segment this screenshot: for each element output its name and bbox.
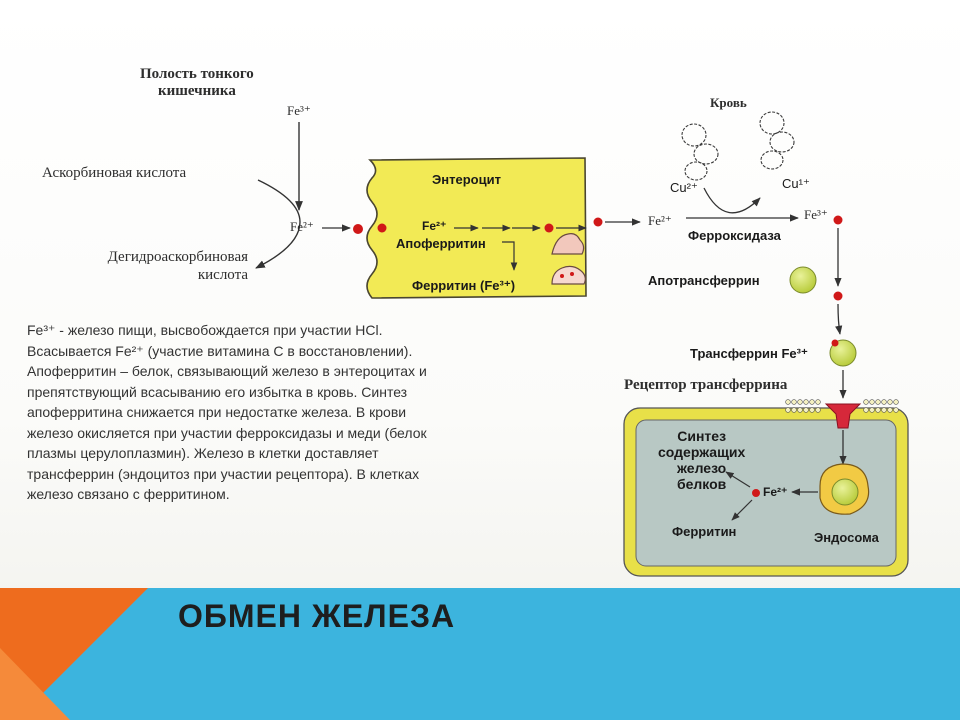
apotransferrin-binding-arrow (835, 303, 843, 335)
iron-dot (570, 272, 574, 276)
membrane-bead (797, 399, 803, 405)
membrane-bead (803, 407, 809, 413)
ascorbic-acid-label: Аскорбиновая кислота (42, 165, 187, 181)
enterocyte-fe2-label: Fe²⁺ (422, 219, 447, 233)
synthesis-line-2: содержащих (658, 444, 746, 460)
transferrin-receptor-label: Рецептор трансферрина (624, 377, 788, 393)
membrane-bead (887, 407, 893, 413)
membrane-bead (785, 399, 791, 405)
membrane-bead (785, 407, 791, 413)
ferritin-protein (551, 265, 586, 285)
iron-dot (752, 489, 760, 497)
membrane-bead (875, 399, 881, 405)
ascorbic-curve (255, 179, 301, 269)
blood-fe3-label: Fe³⁺ (804, 207, 828, 222)
fe2-to-synthesis-arrow (725, 471, 751, 488)
iron-dot (593, 217, 603, 227)
transferrin-ball (831, 478, 859, 506)
membrane-bead (809, 407, 815, 413)
membrane-bead (881, 399, 887, 405)
membrane-bead (863, 407, 869, 413)
banner-orange-accent (0, 648, 70, 720)
ferroxidase-label: Ферроксидаза (688, 228, 781, 243)
description-text: Fe³⁺ - железо пищи, высвобождается при у… (27, 320, 547, 505)
membrane-bead (893, 407, 899, 413)
membrane-bead (803, 399, 809, 405)
cu2-label: Cu²⁺ (670, 180, 698, 195)
iron-dot (833, 291, 843, 301)
ferroxidase-arc (703, 187, 761, 214)
iron-dot (833, 215, 843, 225)
slide-title: ОБМЕН ЖЕЛЕЗА (178, 598, 456, 634)
title-banner (0, 588, 960, 720)
intestine-cavity-line-2: кишечника (157, 83, 236, 99)
membrane-bead (863, 399, 869, 405)
membrane-bead (869, 399, 875, 405)
banner-blue (0, 588, 960, 720)
fe2-to-ferritin-arrow (731, 499, 753, 521)
dehydroascorbic-line-2: кислота (197, 267, 248, 283)
cu1-label: Cu¹⁺ (782, 176, 810, 191)
target-cell-cytoplasm (635, 419, 897, 567)
synthesis-line-3: железо (677, 460, 727, 476)
fe2-label: Fe²⁺ (290, 219, 314, 234)
iron-dot (831, 339, 839, 347)
intestine-cavity-line-1: Полость тонкого (140, 66, 254, 82)
membrane-bead (791, 407, 797, 413)
description-line: плазмы церулоплазмин). Железо в клетки д… (27, 445, 379, 461)
apoferritin-to-ferritin-arrow (502, 241, 518, 271)
apoferritin-label: Апоферритин (396, 236, 486, 251)
protein-synthesis-label: Синтез содержащих железо белков (658, 428, 745, 492)
apotransferrin-ball (789, 266, 817, 294)
blood-fe2-label: Fe²⁺ (648, 213, 672, 228)
ceruloplasmin-protein (759, 111, 795, 170)
membrane-bead (791, 399, 797, 405)
iron-dot (353, 224, 363, 234)
dehydroascorbic-acid-label: Дегидроаскорбиновая кислота (50, 248, 248, 284)
membrane-bead (815, 407, 821, 413)
cell-fe2-label: Fe²⁺ (763, 485, 788, 499)
cell-ferritin-label: Ферритин (672, 524, 737, 539)
description-line: трансферрин (эндоцитоз при участии рецеп… (27, 465, 420, 482)
transferrin-ball (829, 339, 857, 367)
ferritin-fe3-label: Ферритин (Fe³⁺) (412, 278, 516, 293)
transferrin-label: Трансферрин Fe³⁺ (690, 346, 808, 361)
fe3-label: Fe³⁺ (287, 103, 311, 118)
diagram-graphics (255, 111, 909, 577)
enterocyte-title: Энтероцит (432, 172, 501, 187)
membrane-bead (809, 399, 815, 405)
ceruloplasmin-protein (681, 123, 719, 181)
membrane-bead (893, 399, 899, 405)
description-line: железо связано с ферритином. (27, 486, 230, 502)
endosome-label: Эндосома (814, 530, 879, 545)
description-line: Апоферритин – белок, связывающий железо … (27, 363, 427, 379)
description-line: апоферритина снижается при недостатке же… (27, 404, 407, 420)
apotransferrin-label: Апотрансферрин (648, 273, 760, 288)
membrane-bead (887, 399, 893, 405)
synthesis-line-1: Синтез (677, 428, 727, 444)
membrane-bead (815, 399, 821, 405)
diagram-scan: Полость тонкого кишечника Fe³⁺ Аскорбино… (0, 0, 960, 600)
description-line: препятствующий всасыванию его избытка в … (27, 383, 408, 400)
description-line: Всасывается Fe²⁺ (участие витамина С в в… (27, 342, 413, 359)
intestine-cavity-label: Полость тонкого кишечника (140, 66, 254, 100)
blood-label: Кровь (710, 95, 747, 110)
membrane-bead (875, 407, 881, 413)
membrane-bead (797, 407, 803, 413)
description-line: Fe³⁺ - железо пищи, высвобождается при у… (27, 322, 383, 338)
transferrin-receptor-shape (824, 403, 862, 429)
iron-dot (560, 274, 564, 278)
iron-dot (544, 223, 554, 233)
description-line: железо окисляется при участии ферроксида… (27, 424, 427, 441)
iron-dot (377, 223, 387, 233)
dehydroascorbic-line-1: Дегидроаскорбиновая (107, 249, 248, 265)
membrane-bead (881, 407, 887, 413)
membrane-beads (785, 399, 899, 413)
synthesis-line-4: белков (676, 476, 727, 492)
apoferritin-protein (551, 233, 585, 255)
membrane-bead (869, 407, 875, 413)
